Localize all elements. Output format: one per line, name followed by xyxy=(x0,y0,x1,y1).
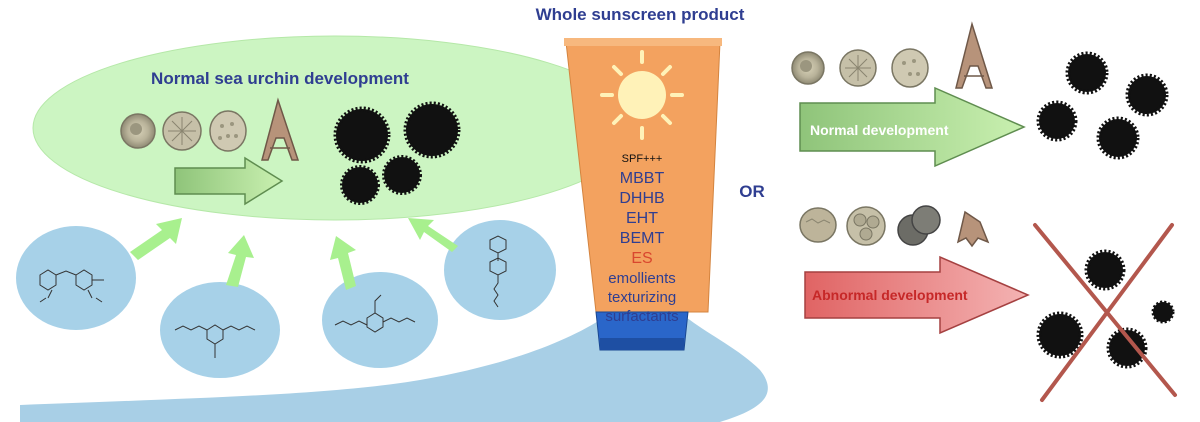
adult-sea-urchin-icon xyxy=(1096,116,1140,160)
normal-development-arrow xyxy=(799,86,1026,168)
development-arrow xyxy=(174,156,284,206)
sun-icon xyxy=(600,50,684,140)
water-stream xyxy=(20,305,768,422)
pluteus-larva-icon xyxy=(261,97,300,161)
cleavage-embryo-icon xyxy=(162,111,202,151)
adult-sea-urchin-icon xyxy=(1125,73,1169,117)
blastula-icon xyxy=(891,48,929,88)
molecule-bubble-bemt xyxy=(160,282,280,378)
adult-sea-urchin-icon xyxy=(340,165,380,205)
abnormal-development-label: Abnormal development xyxy=(812,287,968,303)
ingredient-mbbt: MBBT xyxy=(620,170,665,187)
normal-development-panel: Normal sea urchin development xyxy=(32,35,638,221)
pluteus-larva-icon xyxy=(955,21,994,89)
green-arrow-icon xyxy=(226,235,254,287)
molecule-bubble-mbbt xyxy=(16,226,136,330)
abnormal-egg-icon xyxy=(799,207,837,243)
abnormal-development-arrow xyxy=(804,255,1030,335)
adult-sea-urchin-icon xyxy=(1036,100,1078,142)
egg-icon xyxy=(791,51,825,85)
normal-development-label: Normal development xyxy=(810,122,949,138)
ingredient-bemt: BEMT xyxy=(620,230,665,247)
abnormal-larva-icon xyxy=(956,210,990,248)
sea-urchin-icon xyxy=(1084,249,1126,291)
cross-icon xyxy=(1033,223,1177,402)
adult-sea-urchin-icon xyxy=(333,106,391,164)
adult-sea-urchin-icon xyxy=(382,155,422,195)
blastula-icon xyxy=(209,110,247,152)
ingredient-eht: EHT xyxy=(626,210,658,227)
sunscreen-tube: SPF+++ MBBT DHHB EHT BEMT ES emollients … xyxy=(564,38,722,351)
green-arrow-icon xyxy=(130,218,182,260)
normal-panel-title: Normal sea urchin development xyxy=(151,69,409,88)
ingredient-texturizing: texturizing xyxy=(608,289,676,306)
egg-icon xyxy=(120,113,156,149)
abnormal-cleavage-icon xyxy=(846,206,886,246)
sea-urchin-icon xyxy=(1106,327,1148,369)
green-arrow-icon xyxy=(408,218,458,252)
ingredient-es: ES xyxy=(631,250,652,267)
sea-urchin-icon xyxy=(1036,311,1084,359)
diagram-title: Whole sunscreen product xyxy=(536,5,745,24)
green-arrow-icon xyxy=(330,236,356,290)
adult-sea-urchin-icon xyxy=(403,101,461,159)
spf-label: SPF+++ xyxy=(622,153,663,165)
normal-outcome-group: Normal development xyxy=(791,21,1169,168)
abnormal-blastula-icon xyxy=(897,205,941,246)
molecule-bubble-dhhb xyxy=(444,220,556,320)
cleavage-embryo-icon xyxy=(839,49,877,87)
adult-sea-urchin-icon xyxy=(1065,51,1109,95)
abnormal-outcome-group: Abnormal development xyxy=(799,205,1177,402)
ingredient-surfactants: surfactants xyxy=(605,308,678,325)
or-label: OR xyxy=(739,182,765,201)
ingredient-emollients: emollients xyxy=(608,270,676,287)
molecule-bubble-eht xyxy=(322,272,438,368)
ingredient-dhhb: DHHB xyxy=(619,190,664,207)
sea-urchin-icon xyxy=(1151,300,1175,324)
